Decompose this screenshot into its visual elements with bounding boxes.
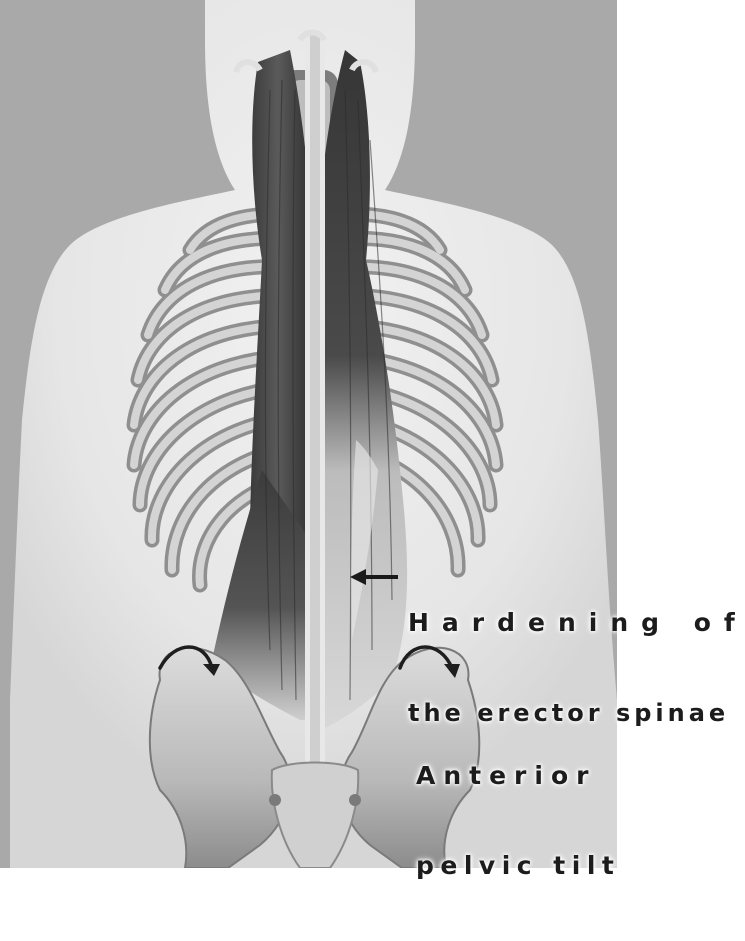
annotation-line: pelvic tilt bbox=[416, 851, 620, 881]
illustration-canvas: Hardening of the erector spinae Anterior… bbox=[0, 0, 745, 868]
annotation-line: Hardening of bbox=[408, 608, 745, 638]
spinal-column bbox=[305, 30, 325, 868]
pelvic-tilt-annotation: Anterior pelvic tilt bbox=[416, 701, 620, 941]
annotation-line: Anterior bbox=[416, 761, 620, 791]
